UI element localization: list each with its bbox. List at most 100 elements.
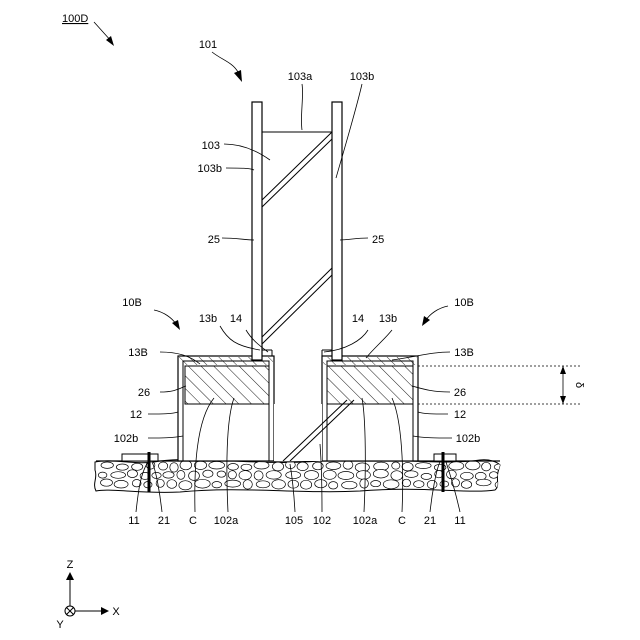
pebble (127, 470, 137, 478)
pebble (416, 463, 432, 469)
foundation-left (178, 356, 274, 461)
pebble (132, 463, 143, 470)
pebble (476, 479, 491, 486)
pebble (217, 471, 226, 477)
step-14 (262, 350, 332, 356)
pebble (356, 471, 370, 480)
label-101: 101 (199, 39, 217, 51)
pebble (329, 482, 338, 489)
label-25-left: 25 (208, 234, 220, 246)
label-105: 105 (285, 515, 303, 527)
pebble (180, 460, 192, 469)
pebble (461, 472, 474, 479)
pebble (272, 480, 286, 489)
axis-z-label: Z (67, 559, 74, 571)
pebble (228, 464, 239, 471)
pebble (297, 462, 308, 470)
pebble (427, 480, 437, 488)
label-102b-right: 102b (456, 433, 480, 445)
pebble (272, 462, 283, 471)
top-bar (262, 132, 332, 207)
figure-number: 100D (62, 13, 88, 25)
label-102a-right: 102a (353, 515, 378, 527)
label-103a: 103a (288, 71, 313, 83)
pebble (421, 473, 432, 479)
label-10B-right: 10B (454, 297, 474, 309)
pebble (241, 464, 252, 470)
pebble (179, 481, 192, 490)
pebble (343, 461, 353, 470)
pebble (495, 480, 511, 489)
label-10B-left: 10B (122, 297, 142, 309)
figure-number-arrow (94, 22, 114, 46)
pebble (111, 472, 126, 479)
pebble (170, 463, 178, 472)
pebble (323, 470, 336, 479)
label-102b-left: 102b (114, 433, 138, 445)
pebble (494, 464, 509, 471)
pointer-10B-right (422, 306, 448, 326)
pebble (482, 462, 491, 471)
label-26-left: 26 (138, 387, 150, 399)
delta-dimension (418, 366, 580, 404)
pebble (159, 462, 168, 470)
label-12-right: 12 (454, 409, 466, 421)
axis-x-label: X (112, 606, 120, 618)
pebble (392, 462, 400, 469)
label-C-right: C (398, 515, 406, 527)
pebble (212, 482, 222, 488)
pebble (461, 481, 471, 489)
pebble (101, 462, 113, 468)
axis-y-label: Y (56, 619, 64, 631)
label-13B-right: 13B (454, 347, 474, 359)
pebble (447, 470, 457, 479)
pebble (101, 479, 113, 486)
label-26-right: 26 (454, 387, 466, 399)
pebble (167, 480, 177, 489)
pebble (475, 472, 486, 480)
pebble (383, 480, 399, 489)
label-13b-right: 13b (379, 313, 397, 325)
pebble (326, 462, 341, 470)
pebble (360, 479, 369, 488)
pebble (304, 471, 318, 480)
pointer-101 (212, 52, 242, 82)
label-delta: δ (573, 382, 585, 388)
pebble (371, 481, 381, 487)
pebble (373, 469, 388, 478)
pebble (391, 471, 403, 481)
pebble (405, 471, 418, 478)
pointer-10B-left (154, 310, 180, 330)
pebble (254, 471, 263, 480)
pebble (116, 464, 128, 470)
pebble (209, 461, 225, 469)
label-103: 103 (202, 140, 220, 152)
label-14-right: 14 (352, 313, 364, 325)
pebble (414, 481, 424, 488)
label-102: 102 (313, 515, 331, 527)
label-102a-left: 102a (214, 515, 239, 527)
pebble (402, 479, 410, 487)
mid-brace (262, 268, 332, 344)
pebble (301, 480, 312, 489)
pebble (98, 472, 107, 478)
pebble (449, 462, 464, 470)
pebble (189, 471, 200, 480)
pebble (239, 471, 251, 480)
label-11-left: 11 (128, 515, 139, 527)
pebble (266, 471, 281, 479)
pebble (163, 472, 174, 478)
pebble (243, 480, 252, 489)
label-13B-left: 13B (128, 347, 148, 359)
label-25-right: 25 (372, 234, 384, 246)
pebble (228, 471, 236, 479)
pebble (195, 479, 211, 488)
pebble (315, 480, 327, 488)
pebble (402, 463, 413, 471)
pebble (177, 471, 185, 480)
ground-layer (95, 460, 512, 493)
pebble (254, 461, 269, 469)
pebble (338, 472, 354, 480)
label-21-left: 21 (158, 515, 170, 527)
